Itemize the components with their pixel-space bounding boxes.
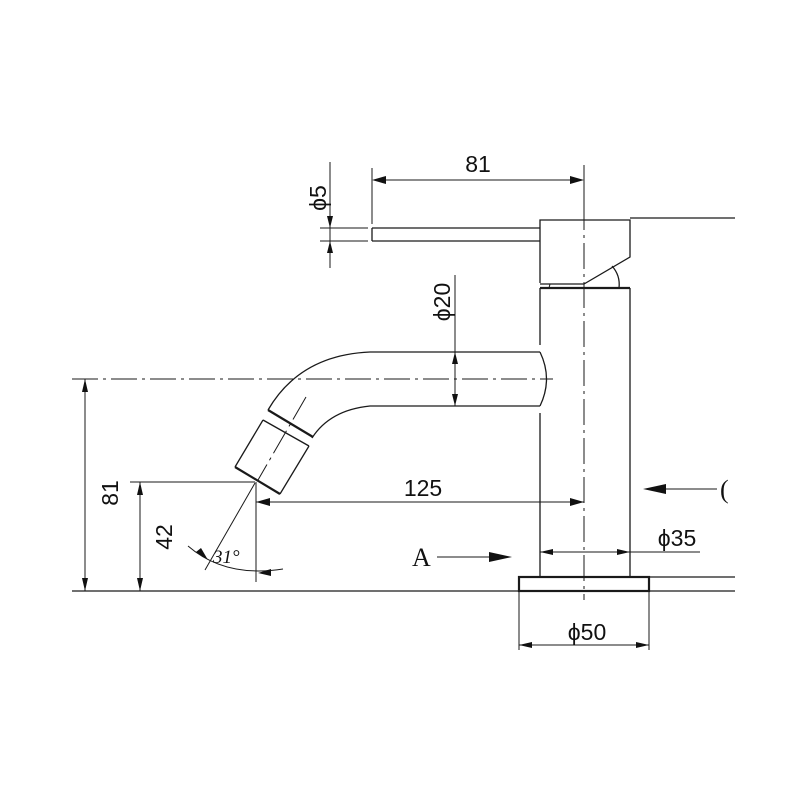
deck-surface (72, 576, 735, 592)
lever-length-label: 81 (465, 151, 491, 177)
dim-body-diameter: ϕ35 (540, 525, 700, 555)
dim-lever-length: 81 (371, 151, 585, 224)
dim-spout-diameter: ϕ20 (429, 275, 458, 406)
view-a-label: A (412, 543, 431, 572)
spout (234, 351, 548, 495)
dim-overall-height: 81 (82, 379, 123, 591)
outlet-height-label: 42 (151, 524, 177, 550)
lever (371, 227, 540, 242)
centerlines (72, 165, 585, 600)
view-marker-a: A (412, 543, 512, 572)
base-diameter-label: ϕ50 (568, 619, 606, 645)
lever-diameter-label: ϕ5 (305, 185, 331, 211)
dim-outlet-height: 42 (130, 481, 255, 591)
outlet-angle-label: 31° (212, 547, 240, 568)
dim-base-diameter: ϕ50 (518, 591, 650, 650)
handle-block (539, 217, 735, 289)
view-marker-right: ( (643, 475, 729, 504)
faucet-body (539, 286, 631, 577)
dim-spout-reach: 125 (255, 475, 584, 582)
spout-reach-label: 125 (404, 475, 442, 501)
dim-lever-diameter: ϕ5 (305, 162, 368, 268)
body-diameter-label: ϕ35 (658, 525, 696, 551)
spout-diameter-label: ϕ20 (429, 283, 455, 321)
overall-height-label: 81 (97, 480, 123, 506)
view-right-label: ( (720, 475, 729, 504)
dim-outlet-angle: 31° (187, 482, 284, 576)
